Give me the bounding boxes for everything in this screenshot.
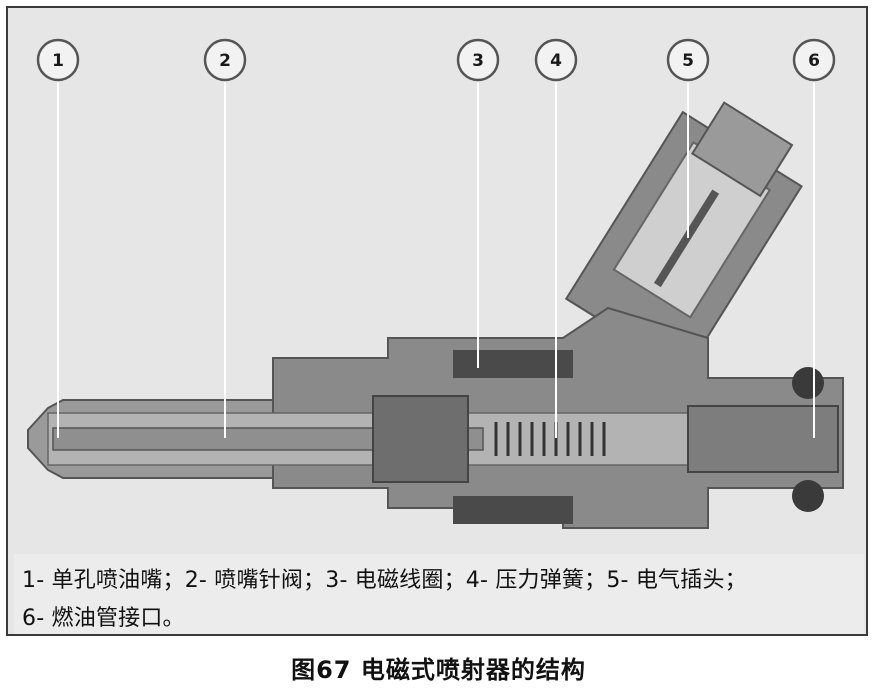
legend-caption: 1- 单孔喷油嘴；2- 喷嘴针阀；3- 电磁线圈；4- 压力弹簧；5- 电气插头… [14, 554, 864, 634]
injector-diagram: 1 2 3 4 5 6 [27, 38, 844, 529]
solenoid-coil-top [453, 350, 573, 378]
caption-line-1: 1- 单孔喷油嘴；2- 喷嘴针阀；3- 电磁线圈；4- 压力弹簧；5- 电气插头… [22, 568, 747, 593]
svg-text:1: 1 [52, 51, 64, 71]
armature [372, 395, 469, 483]
connector-plug [690, 101, 794, 198]
figure-title: 图67 电磁式喷射器的结构 [291, 656, 586, 684]
solenoid-coil-bottom [453, 496, 573, 524]
fuel-inlet-tube [687, 405, 839, 473]
o-ring-bottom [792, 480, 824, 512]
callout-5: 5 [666, 38, 710, 82]
svg-text:5: 5 [682, 51, 694, 71]
figure-frame: 1 2 3 4 5 6 1- 单孔喷油嘴；2- 喷嘴针阀；3- 电磁线圈；4- … [6, 6, 868, 636]
svg-text:2: 2 [219, 51, 231, 71]
callout-3: 3 [456, 38, 500, 82]
svg-text:3: 3 [472, 51, 484, 71]
leader-lines [57, 82, 815, 438]
callout-4: 4 [534, 38, 578, 82]
svg-text:6: 6 [808, 51, 820, 71]
callout-1: 1 [36, 38, 80, 82]
callout-6: 6 [792, 38, 836, 82]
electrical-connector [564, 101, 803, 375]
svg-text:4: 4 [550, 51, 562, 71]
caption-line-2: 6- 燃油管接口。 [22, 606, 185, 631]
o-ring-top [792, 367, 824, 399]
callout-2: 2 [203, 38, 247, 82]
connector-pin [654, 189, 720, 288]
